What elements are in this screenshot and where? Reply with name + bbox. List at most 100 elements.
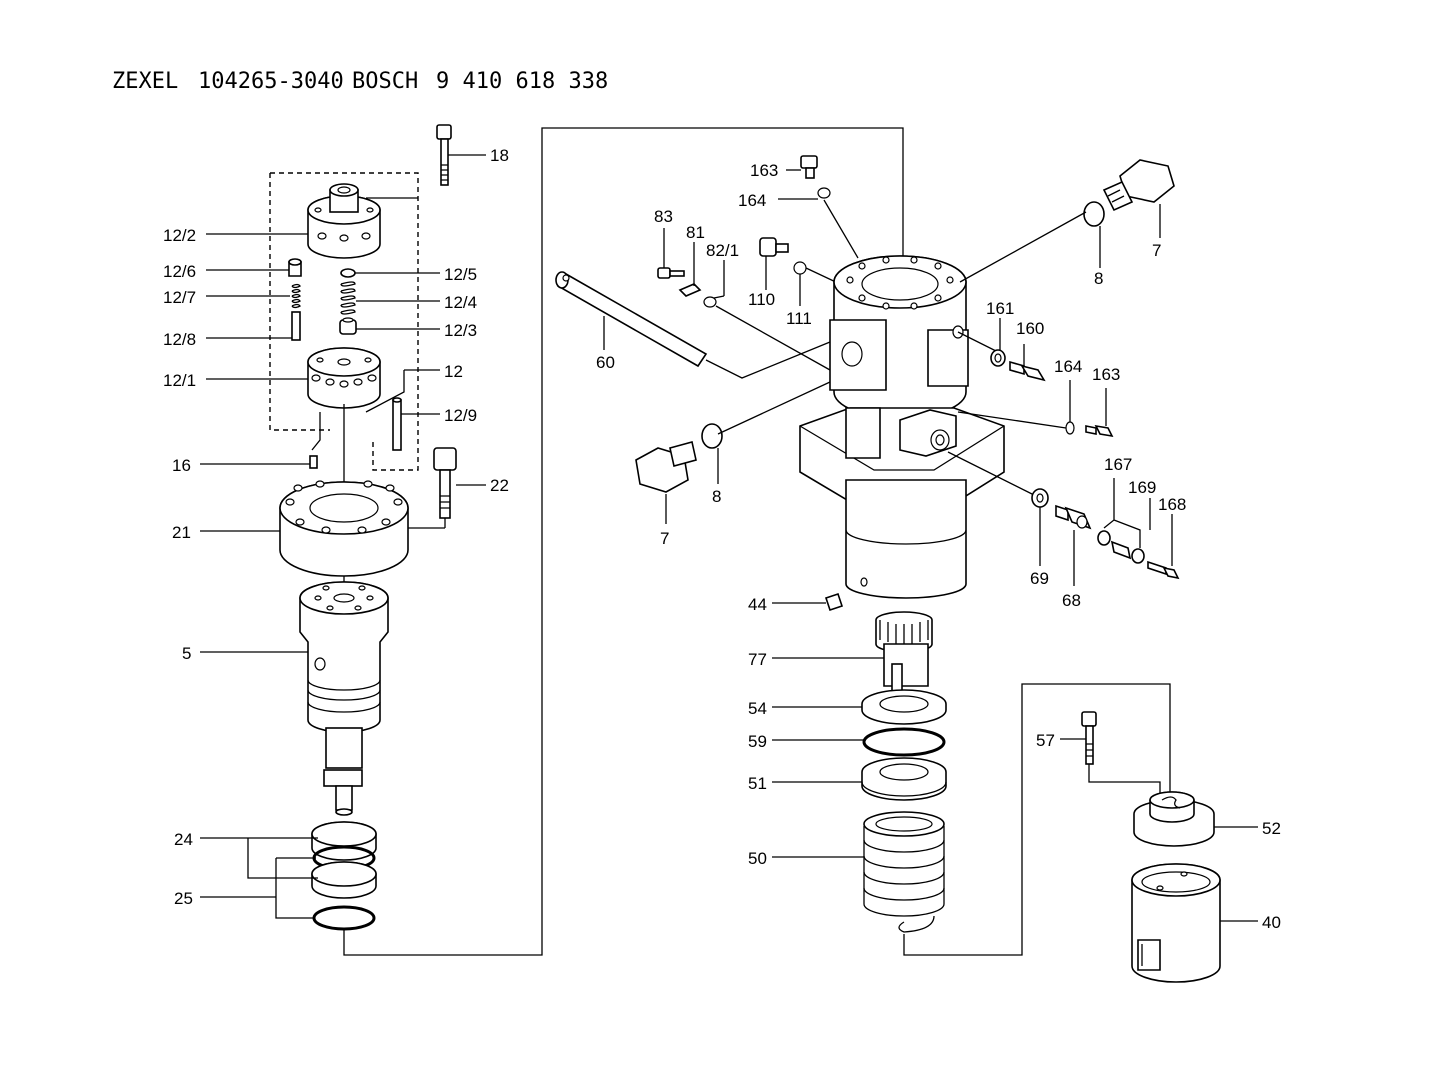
tappet-40	[1131, 863, 1221, 983]
label-81: 81	[686, 223, 705, 242]
label-12-1: 12/1	[163, 371, 196, 390]
washer-164-mid	[1065, 421, 1075, 435]
label-111: 111	[786, 309, 812, 328]
label-16: 16	[172, 456, 191, 475]
plug-7-top	[1102, 159, 1175, 212]
pin-16	[309, 455, 318, 469]
screw-83	[657, 267, 685, 279]
rod-60	[555, 271, 708, 368]
assembly-flow-line-1	[343, 127, 904, 956]
label-25: 25	[174, 889, 193, 908]
label-68: 68	[1062, 591, 1081, 610]
label-12-2: 12/2	[163, 226, 196, 245]
label-161: 161	[986, 299, 1014, 318]
label-169: 169	[1128, 478, 1156, 497]
plug-44	[824, 592, 844, 612]
part-number-zexel: 104265-3040	[198, 69, 344, 94]
flange-21	[279, 480, 409, 577]
valve-holder-12-2	[307, 183, 381, 259]
label-52: 52	[1262, 819, 1281, 838]
label-12-4: 12/4	[444, 293, 477, 312]
valve-seat-12-1	[307, 347, 381, 409]
label-57: 57	[1036, 731, 1055, 750]
label-44: 44	[748, 595, 767, 614]
spring-seat-51	[861, 757, 947, 801]
screw-163-top	[800, 155, 818, 179]
valve-parts-12-3-12-5	[339, 268, 357, 335]
label-12-3: 12/3	[444, 321, 477, 340]
spring-seat-25	[311, 861, 377, 931]
label-12-5: 12/5	[444, 265, 477, 284]
part-number-bosch: 9 410 618 338	[436, 69, 608, 94]
washer-82-1	[703, 296, 717, 308]
bolt-57	[1081, 711, 1097, 765]
label-8-left: 8	[712, 487, 721, 506]
label-22: 22	[490, 476, 509, 495]
label-21: 21	[172, 523, 191, 542]
pin-12-9	[392, 397, 402, 451]
brand-zexel: ZEXEL	[112, 69, 178, 94]
brand-bosch: BOSCH	[352, 69, 418, 94]
washer-167	[1097, 530, 1111, 546]
label-7-top: 7	[1152, 241, 1161, 260]
label-40: 40	[1262, 913, 1281, 932]
washer-111	[793, 261, 807, 275]
label-8-top: 8	[1094, 269, 1103, 288]
label-110: 110	[748, 290, 775, 309]
spring-seat-upper-52	[1133, 791, 1215, 847]
plunger-spring-50	[863, 811, 945, 933]
banjo-bolt-68	[1055, 504, 1092, 530]
label-18: 18	[490, 146, 509, 165]
label-164-top: 164	[738, 191, 766, 210]
label-83: 83	[654, 207, 673, 226]
callout-labels: 18 12/2 12/6 12/5 12/7 12/4 12/8 12/3 12…	[163, 146, 1281, 932]
label-168: 168	[1158, 495, 1186, 514]
label-60: 60	[596, 353, 615, 372]
screw-163-mid	[1085, 424, 1114, 438]
bolt-18	[436, 124, 452, 186]
barrel-plunger-5	[299, 581, 389, 816]
label-12: 12	[444, 362, 463, 381]
label-24: 24	[174, 830, 193, 849]
spring-12-7	[291, 283, 301, 309]
o-ring-8-left	[701, 423, 723, 449]
washer-164-top	[817, 187, 831, 199]
label-5: 5	[182, 644, 191, 663]
pump-housing	[799, 255, 1005, 599]
label-167: 167	[1104, 455, 1132, 474]
label-59: 59	[748, 732, 767, 751]
spring-seat-24	[311, 821, 377, 871]
label-69: 69	[1030, 569, 1049, 588]
fitting-167	[1110, 540, 1132, 560]
label-7-left: 7	[660, 529, 669, 548]
plug-7-left	[635, 441, 697, 493]
label-12-6: 12/6	[163, 262, 196, 281]
control-sleeve-77	[875, 611, 933, 693]
label-12-8: 12/8	[163, 330, 196, 349]
pin-12-8	[291, 311, 301, 341]
label-54: 54	[748, 699, 767, 718]
screw-160	[1009, 360, 1046, 382]
clamp-81	[678, 283, 702, 297]
o-ring-8-top	[1083, 201, 1105, 227]
label-51: 51	[748, 774, 767, 793]
label-77: 77	[748, 650, 767, 669]
ring-59	[862, 727, 946, 757]
label-12-9: 12/9	[444, 406, 477, 425]
label-163-mid: 163	[1092, 365, 1120, 384]
fitting-110	[759, 237, 789, 257]
label-160: 160	[1016, 319, 1044, 338]
label-164-mid: 164	[1054, 357, 1082, 376]
label-12-7: 12/7	[163, 288, 196, 307]
assembly-flow-line-2	[903, 683, 1171, 956]
fitting-12-6	[288, 258, 302, 277]
spring-seat-54	[861, 689, 947, 725]
label-163-top: 163	[750, 161, 778, 180]
label-50: 50	[748, 849, 767, 868]
label-82-1: 82/1	[706, 241, 739, 260]
washer-169	[1131, 548, 1145, 564]
bolt-168	[1147, 560, 1180, 580]
bolt-22	[433, 447, 457, 519]
